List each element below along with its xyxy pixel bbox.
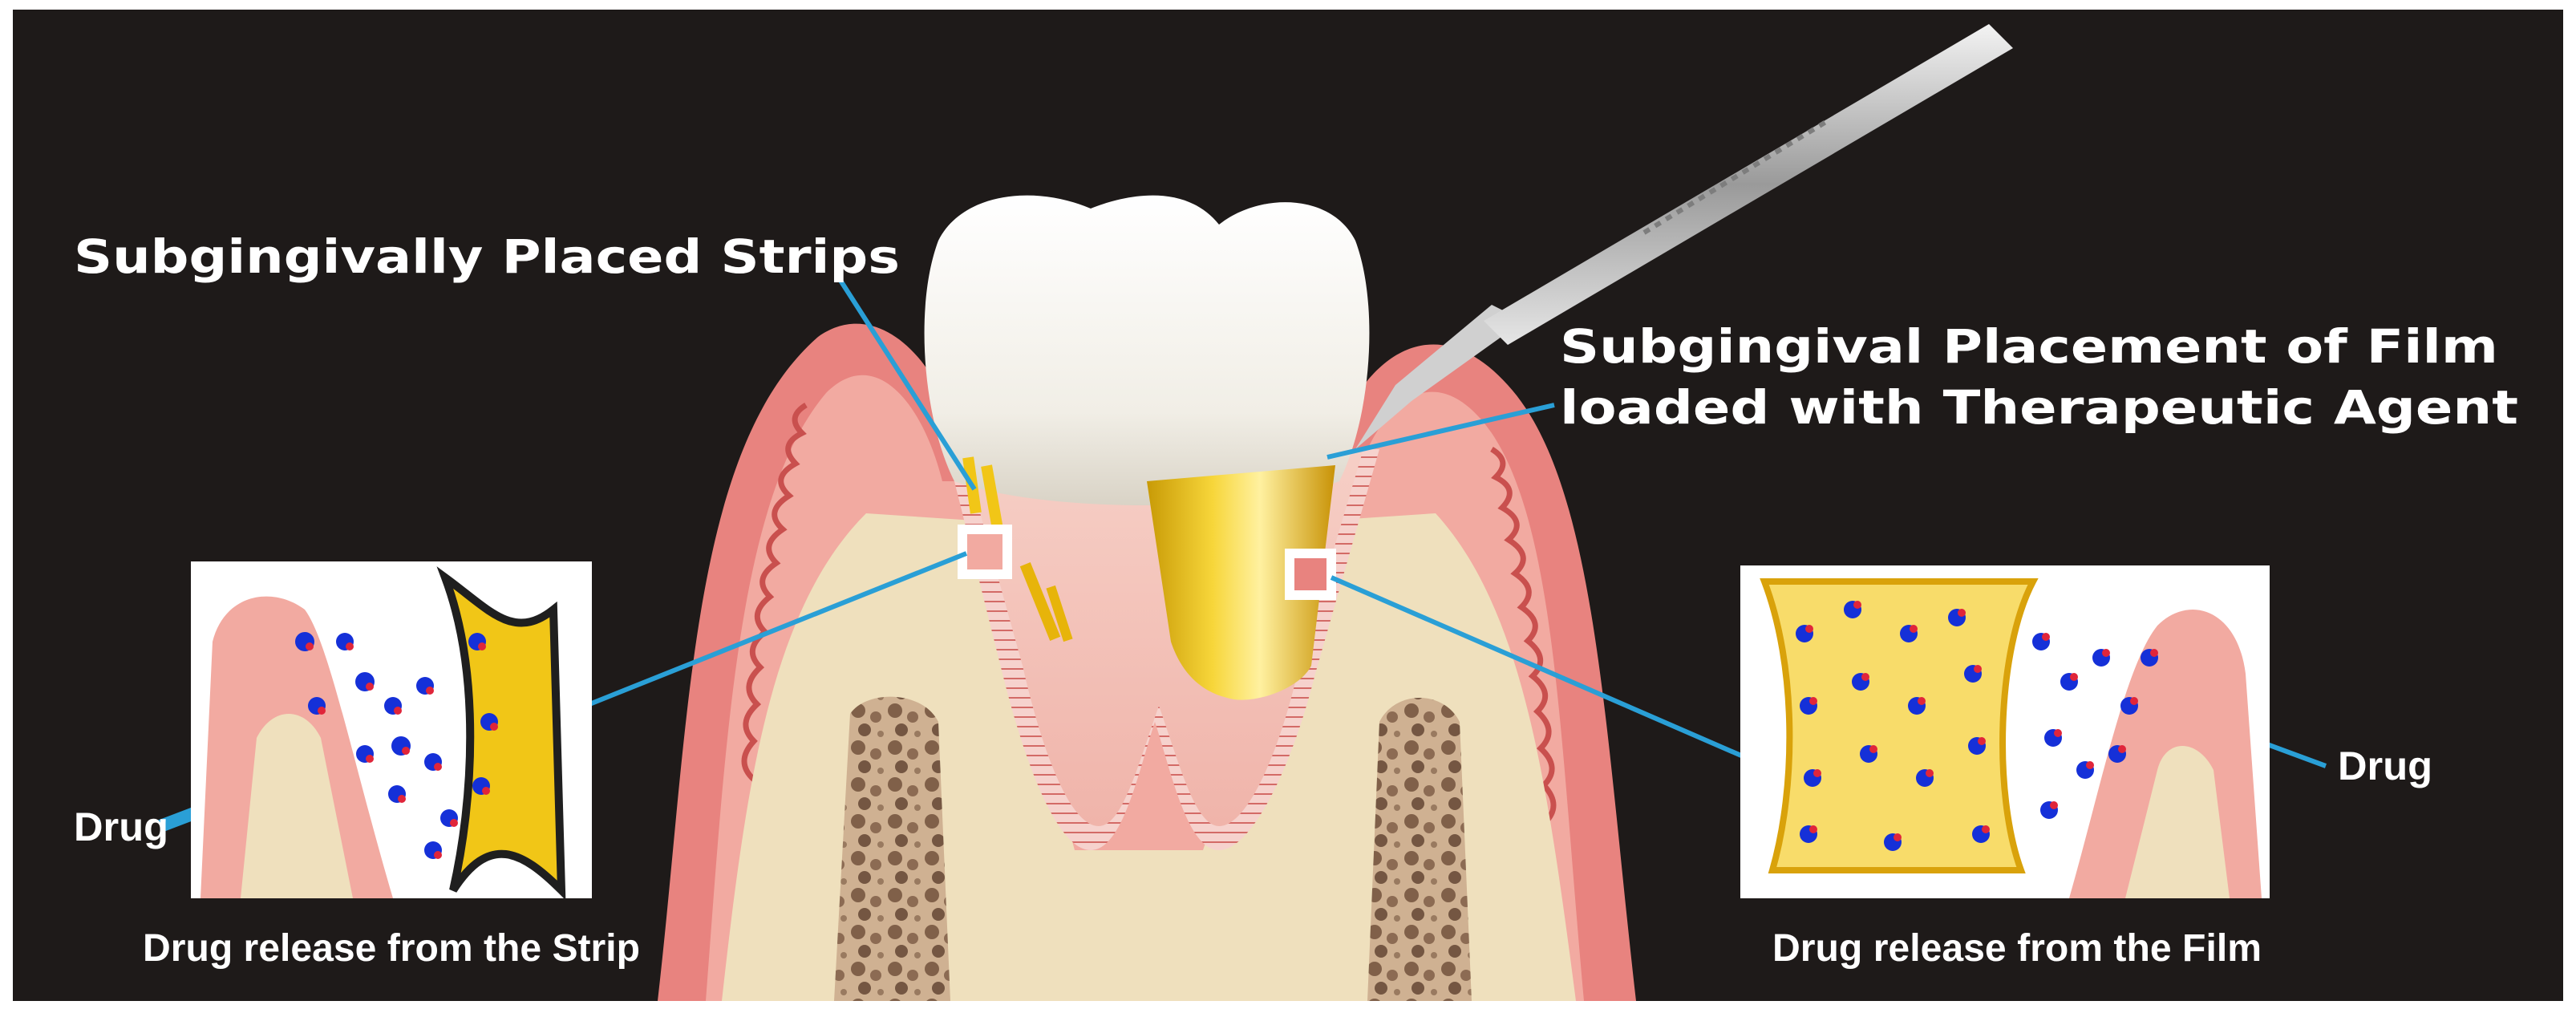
leader-film-title bbox=[1326, 403, 1555, 460]
inset-film-drug-particles bbox=[1796, 601, 2158, 851]
rete-pegs-right bbox=[1490, 446, 1557, 826]
inset-film-release bbox=[1740, 565, 2270, 898]
leader-film-zoom bbox=[1330, 575, 1822, 792]
caption-strip-release: Drug release from the Strip bbox=[143, 927, 640, 970]
label-film-title-line1: Subgingival Placement of Film bbox=[1560, 319, 2498, 374]
inset-strip-drug-particles bbox=[295, 632, 498, 859]
inset-strip-bone bbox=[241, 714, 353, 898]
zoom-marker-strip bbox=[958, 525, 1012, 579]
inset-film-bone bbox=[2125, 746, 2230, 898]
tooth-crown bbox=[924, 195, 1370, 505]
inset-strip-strip bbox=[436, 566, 566, 901]
label-drug-right: Drug bbox=[2338, 744, 2432, 788]
inset-film-film bbox=[1760, 578, 2039, 873]
label-drug-left: Drug bbox=[74, 804, 168, 849]
zoom-marker-film bbox=[1285, 549, 1336, 600]
leader-strips-title bbox=[836, 275, 977, 491]
spongy-bone-right bbox=[1367, 698, 1472, 1001]
caption-film-release: Drug release from the Film bbox=[1772, 927, 2262, 970]
tooth-illustration bbox=[658, 24, 2013, 1001]
therapeutic-film bbox=[1147, 465, 1335, 700]
spongy-bone-left bbox=[834, 696, 950, 1001]
label-strips-title: Subgingivally Placed Strips bbox=[74, 229, 900, 284]
dental-probe bbox=[1355, 24, 2013, 449]
leader-strip-zoom bbox=[544, 551, 968, 724]
label-film-title-line2: loaded with Therapeutic Agent bbox=[1560, 380, 2518, 435]
rete-pegs-left bbox=[741, 402, 808, 782]
inset-strip-release bbox=[191, 561, 592, 901]
subgingival-strips bbox=[962, 456, 1073, 642]
